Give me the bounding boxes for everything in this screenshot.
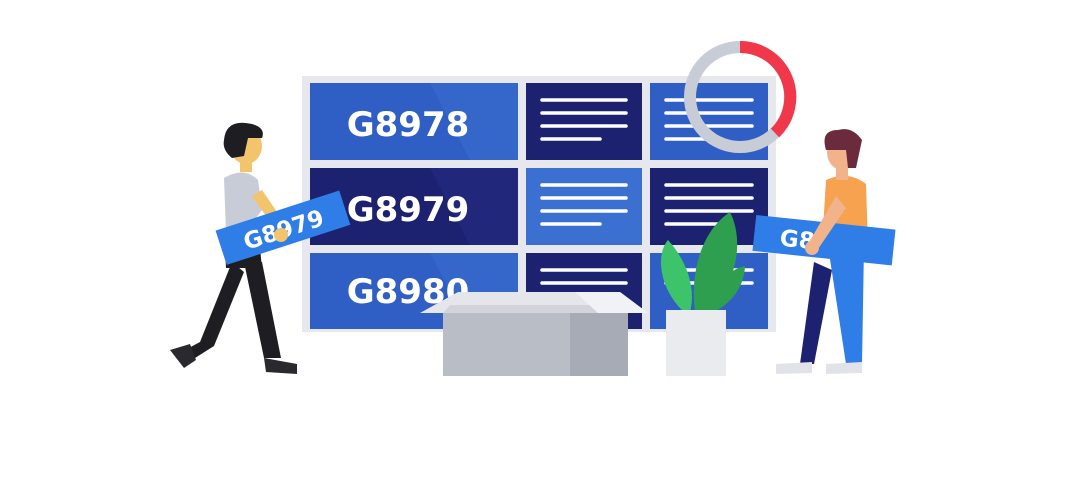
potted-plant — [661, 212, 745, 376]
code-tile: G8978 — [310, 83, 518, 160]
code-tile: G8979 — [310, 168, 518, 245]
list-tile — [526, 83, 642, 160]
code-label: G8978 — [347, 105, 470, 145]
list-tile — [526, 168, 642, 245]
code-label: G8979 — [347, 190, 470, 230]
right-person: G8 — [752, 129, 896, 374]
donut-chart-icon — [684, 40, 797, 153]
open-box — [420, 292, 648, 376]
plant-pot — [666, 310, 726, 376]
list-tile — [650, 168, 768, 245]
